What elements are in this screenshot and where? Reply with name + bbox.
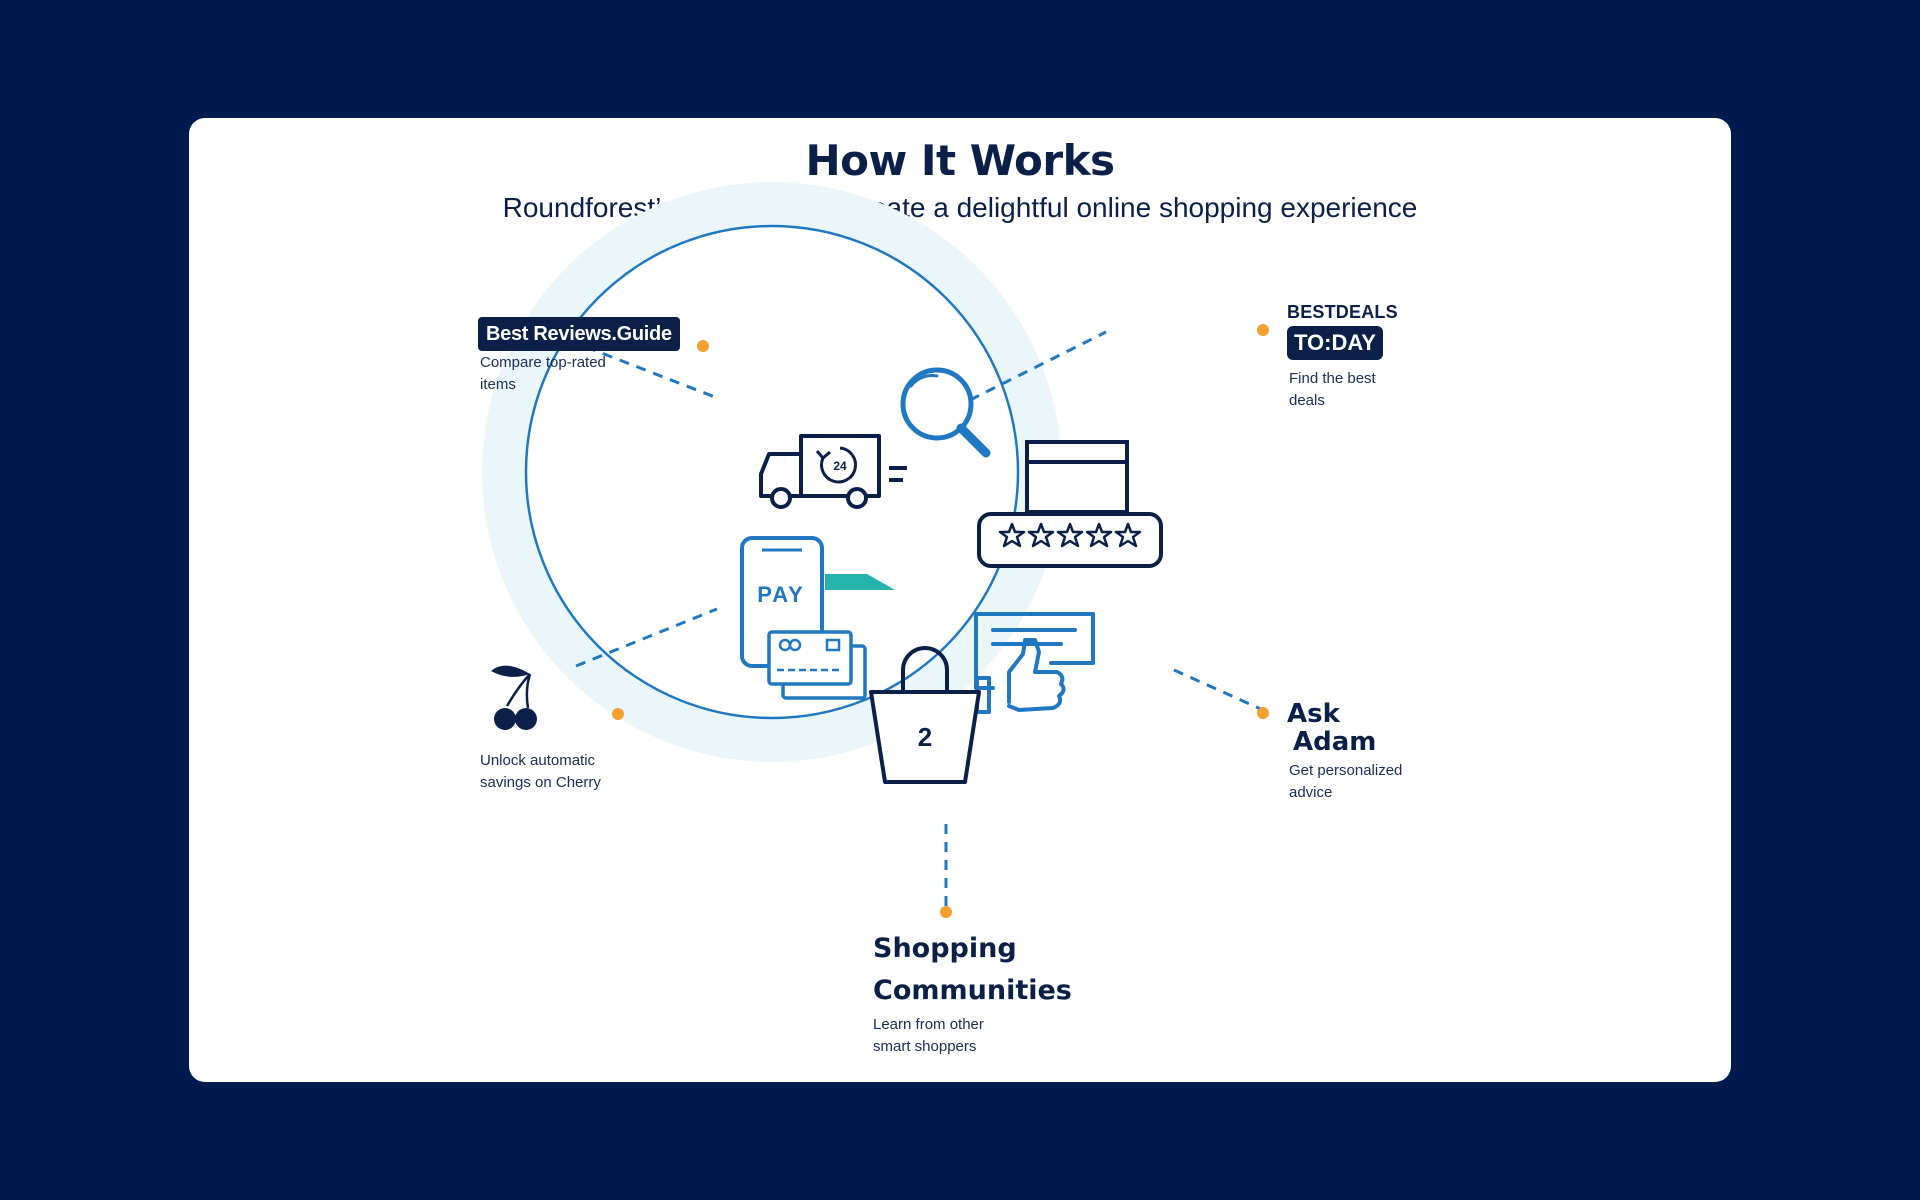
delivery-truck-icon xyxy=(759,434,907,509)
connector-dot-ask-adam xyxy=(1257,707,1269,719)
best-deals-description: Find the best deals xyxy=(1289,368,1376,412)
cherry-logo-icon xyxy=(491,665,537,730)
shopping-communities-title-line-2: Communities xyxy=(873,975,1072,1006)
ask-adam-line-1: Get personalized xyxy=(1289,762,1403,779)
shopping-communities-title-line-1: Shopping xyxy=(873,933,1017,964)
thumbs-up-review-icon xyxy=(974,612,1095,714)
connector-dot-best-deals xyxy=(1257,324,1269,336)
best-deals-line-2: deals xyxy=(1289,392,1325,409)
ask-adam-logo: Ask Adam xyxy=(1287,700,1376,756)
five-star-rating-icon xyxy=(998,522,1142,548)
shopping-communities-title: Shopping Communities xyxy=(873,928,1072,1012)
cherry-description: Unlock automatic savings on Cherry xyxy=(480,750,601,794)
best-reviews-description: Compare top-rated items xyxy=(480,352,606,396)
ask-adam-line-2: advice xyxy=(1289,784,1333,801)
pay-label: PAY xyxy=(757,582,805,607)
connector-dot-shopping-communities xyxy=(940,906,952,918)
page-title: How It Works xyxy=(805,136,1115,185)
ask-adam-logo-line-1: Ask xyxy=(1287,699,1340,729)
how-it-works-card: How It Works Roundforest’s suite of tool… xyxy=(189,118,1731,1082)
connector-ask-adam xyxy=(1173,668,1264,712)
magnifier-icon xyxy=(900,367,991,458)
shopping-communities-line-2: smart shoppers xyxy=(873,1038,977,1055)
shopping-bag-icon xyxy=(869,646,981,784)
shopping-communities-line-1: Learn from other xyxy=(873,1016,984,1033)
connector-dot-cherry xyxy=(612,708,624,720)
ask-adam-description: Get personalized advice xyxy=(1289,760,1402,804)
cherry-line-1: Unlock automatic xyxy=(480,752,596,769)
credit-card-icon xyxy=(767,630,867,700)
truck-24-label: 24 xyxy=(833,459,847,473)
connector-best-reviews xyxy=(585,345,721,401)
connector-dot-best-reviews xyxy=(697,340,709,352)
cherry-line-2: savings on Cherry xyxy=(480,774,601,791)
best-reviews-guide-logo: Best Reviews.Guide xyxy=(478,317,680,351)
connector-best-deals xyxy=(969,330,1107,402)
best-reviews-line-2: items xyxy=(480,376,516,393)
ask-adam-logo-line-2: Adam xyxy=(1293,727,1377,757)
best-reviews-line-1: Compare top-rated xyxy=(480,354,606,371)
best-deals-logo-bottom: TO:DAY xyxy=(1287,326,1383,360)
connector-cherry xyxy=(575,607,718,668)
bag-count-label: 2 xyxy=(918,722,932,752)
best-deals-line-1: Find the best xyxy=(1289,370,1376,387)
shopping-communities-description: Learn from other smart shoppers xyxy=(873,1014,984,1058)
best-deals-logo-top: BESTDEALS xyxy=(1287,302,1398,322)
